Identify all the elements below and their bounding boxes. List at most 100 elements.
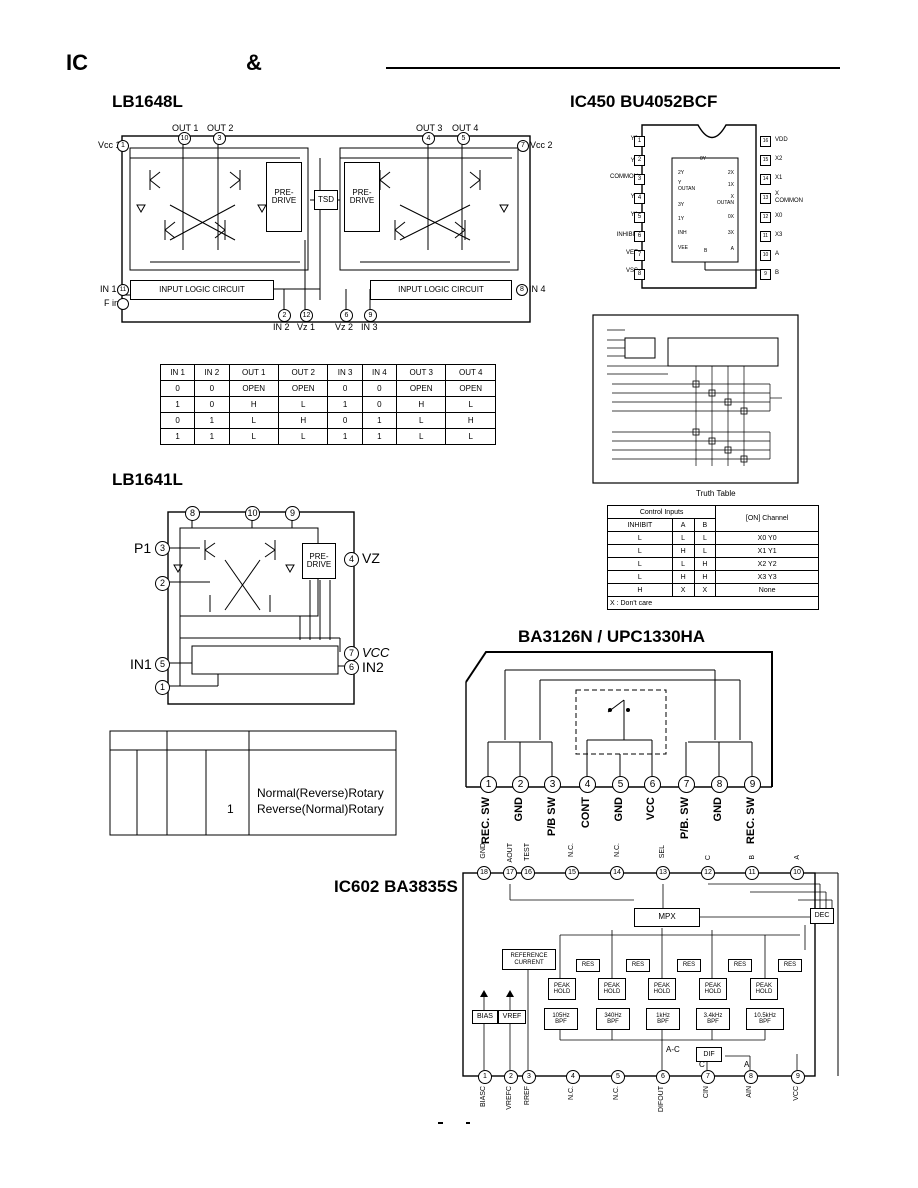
pin: 4 — [579, 776, 596, 793]
cell: H — [395, 396, 447, 413]
c: H — [693, 557, 717, 571]
lb1641-vz-label: VZ — [362, 550, 380, 566]
lb1648-bpin-1: 12 — [300, 309, 313, 322]
ba3835-bottom-pin: 5 — [611, 1070, 625, 1084]
cell: 0 — [159, 380, 196, 397]
ba3835-res: RES — [728, 959, 752, 972]
c: X1 Y1 — [715, 544, 819, 558]
bu4052-truth-caption: Truth Table — [696, 489, 736, 498]
right-label-7: B — [775, 270, 780, 276]
c: L — [671, 557, 695, 571]
cell: 0 — [194, 380, 230, 397]
lb1648-blabel-2: Vz 2 — [335, 322, 354, 332]
lb1641-pin3: 3 — [155, 541, 170, 556]
ba3835-bias: BIAS — [472, 1010, 498, 1024]
lb1648-out3-label: OUT 3 — [416, 123, 443, 133]
ba3126-label-5: VCC — [645, 797, 657, 821]
lb1648-fin-label: F in — [104, 298, 120, 308]
ba3835-top-pin: 14 — [610, 866, 624, 880]
inner-right: 3X — [727, 230, 734, 236]
lb1648-predrive-right: PRE- DRIVE — [344, 162, 380, 232]
ba3835-top-pin: 17 — [503, 866, 517, 880]
lb1648-out4-label: OUT 4 — [452, 123, 479, 133]
cell: 1 — [159, 396, 196, 413]
inner-left: 2Y — [678, 170, 685, 176]
c: L — [671, 531, 695, 545]
th: B — [693, 518, 717, 532]
right-label-6: A — [775, 251, 780, 257]
cell: H — [445, 412, 496, 429]
ba3835-peak-hold: PEAK HOLD — [750, 978, 778, 1000]
lb1648-pin1: 1 — [117, 140, 129, 152]
th: OUT 2 — [277, 364, 329, 381]
ba3835-top-pin: 18 — [477, 866, 491, 880]
ba3835-res: RES — [576, 959, 600, 972]
pin: 4 — [634, 193, 645, 204]
lb1641-pin2: 2 — [155, 576, 170, 591]
lb1648-bpin-3: 9 — [364, 309, 377, 322]
lb1648-blabel-3: IN 3 — [361, 322, 378, 332]
pin: 9 — [760, 269, 771, 280]
pin: 5 — [634, 212, 645, 223]
ba3835-top-pin: 13 — [656, 866, 670, 880]
cell: H — [228, 396, 279, 413]
cell: 1 — [361, 412, 397, 429]
ba3835-top-label: N.C. — [568, 843, 575, 857]
lb1641-row-0: Normal(Reverse)Rotary — [257, 786, 384, 800]
cell: OPEN — [228, 380, 279, 397]
th: OUT 3 — [395, 364, 447, 381]
ba3126-pins: 1 2 3 4 5 6 7 8 9 — [478, 776, 768, 796]
ba3835-bottom-label: DIFOUT — [658, 1086, 665, 1113]
lb1641-table-one: 1 — [227, 802, 234, 816]
th: IN 1 — [159, 364, 196, 381]
lb1648-pin5: 5 — [457, 132, 470, 145]
ba3126-label-6: P/B. SW — [679, 797, 691, 840]
lb1648-in1-label: IN 1 — [100, 284, 117, 294]
pin: 11 — [760, 231, 771, 242]
ba3835-top-label: SEL — [659, 845, 666, 859]
cell: OPEN — [277, 380, 329, 397]
lb1648-blabel-1: Vz 1 — [297, 322, 316, 332]
ba3835-bottom-label: BIASC — [480, 1086, 487, 1108]
c: L — [607, 544, 673, 558]
lb1648-tsd: TSD — [314, 190, 338, 210]
inner-top: 0Y — [700, 156, 707, 162]
lb1641-pin7: 7 — [344, 646, 359, 661]
page-mark — [438, 1122, 443, 1124]
cell: 0 — [327, 380, 363, 397]
ba3835-peak-hold: PEAK HOLD — [699, 978, 727, 1000]
cell: 1 — [194, 412, 230, 429]
lb1648-out1-label: OUT 1 — [172, 123, 199, 133]
c: L — [607, 570, 673, 584]
lb1648-title: LB1648L — [112, 92, 183, 111]
cell: L — [228, 412, 279, 429]
lb1641-pin9: 9 — [285, 506, 300, 521]
cell: L — [445, 396, 496, 413]
th: INHIBIT — [607, 518, 673, 532]
cell: 0 — [361, 396, 397, 413]
pin: 15 — [760, 155, 771, 166]
pin: 8 — [711, 776, 728, 793]
pin: 2 — [512, 776, 529, 793]
pin: 3 — [544, 776, 561, 793]
ba3835-top-label: TEST — [524, 843, 531, 861]
c: H — [693, 570, 717, 584]
ba3126-label-7: GND — [712, 797, 724, 822]
lb1648-vcc1-label: Vcc 1 — [98, 140, 121, 150]
lb1648-out2-label: OUT 2 — [207, 123, 234, 133]
ba3835-bottom-label: N.C. — [613, 1086, 620, 1100]
ba3835-bottom-pin: 7 — [701, 1070, 715, 1084]
ba3835-bpf-2: 1kHz BPF — [646, 1008, 680, 1030]
lb1648-in4-label: IN 4 — [529, 284, 546, 294]
cell: L — [277, 396, 329, 413]
c: None — [715, 583, 819, 597]
inner-right: 2X — [727, 170, 734, 176]
c: H — [671, 544, 695, 558]
th: [ON] Channel — [715, 505, 819, 532]
cell: L — [395, 412, 447, 429]
ba3835-reference-current: REFERENCE CURRENT — [502, 949, 556, 970]
ba3835-bottom-pin: 8 — [744, 1070, 758, 1084]
cell: L — [228, 428, 279, 445]
cell: L — [445, 428, 496, 445]
lb1648-pin7: 7 — [517, 140, 529, 152]
